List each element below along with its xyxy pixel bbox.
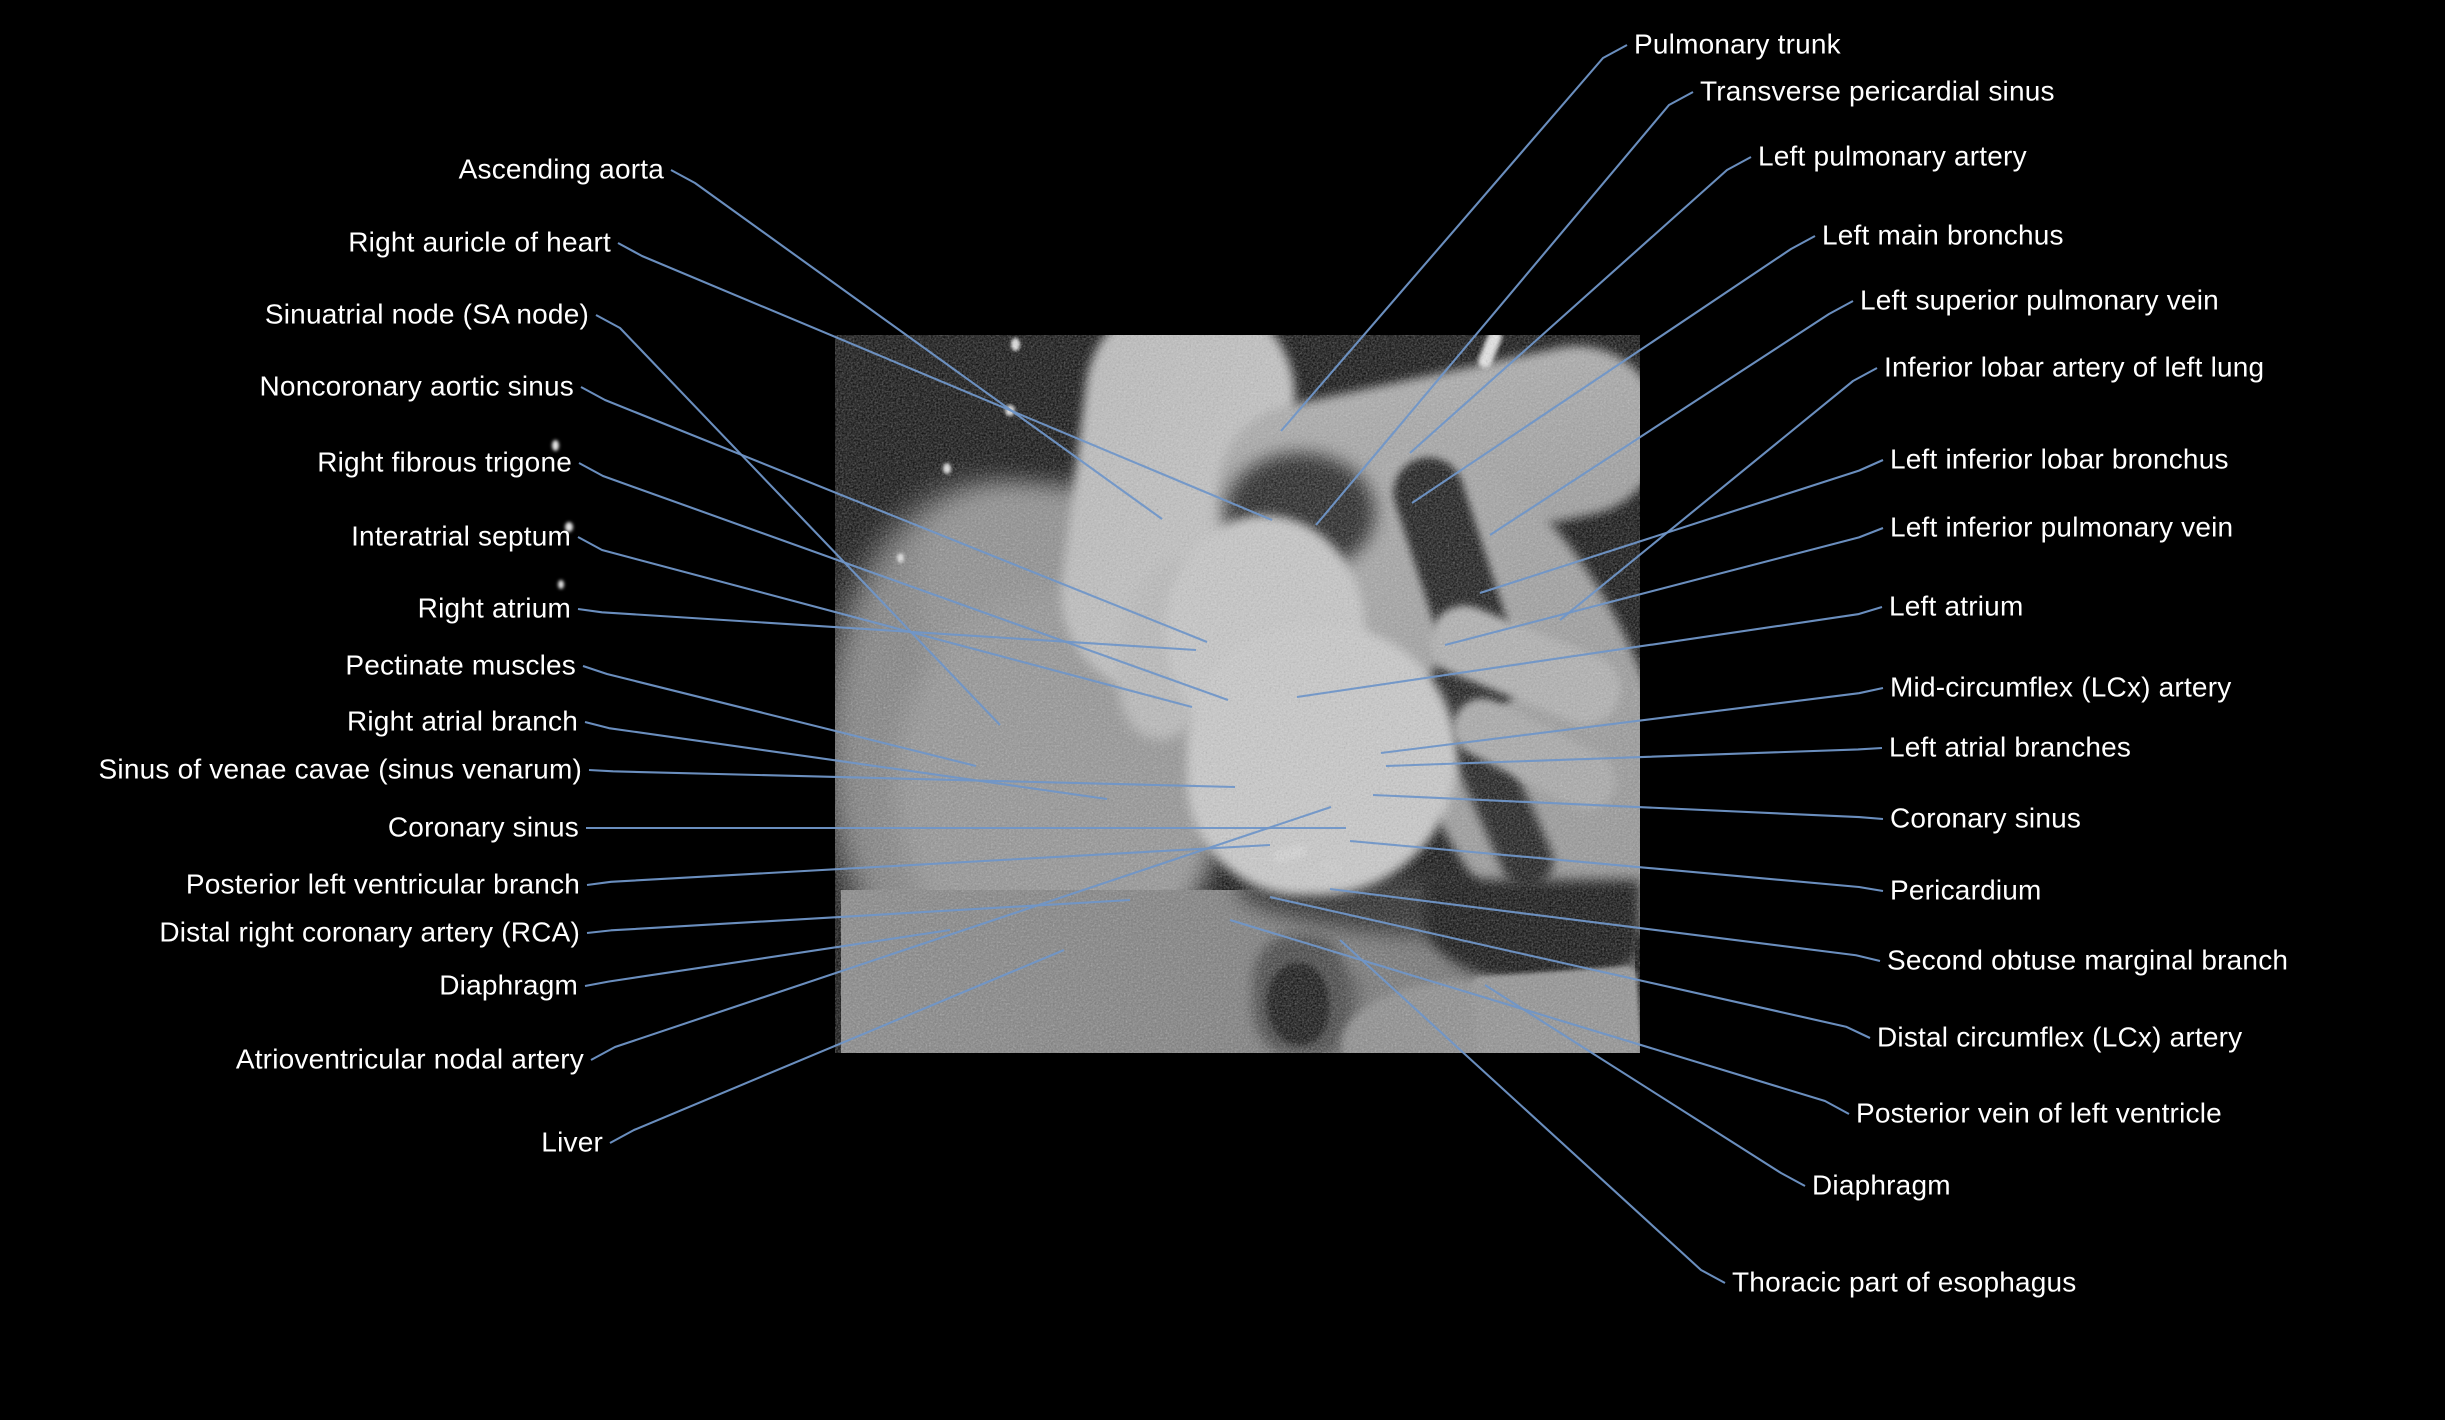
- anatomy-label-right-distal-circumflex-lcx-artery: Distal circumflex (LCx) artery: [1877, 1021, 2243, 1053]
- leader-line-right-left-atrial-branches: [1385, 746, 1883, 768]
- leader-line-left-noncoronary-aortic-sinus: [580, 386, 1208, 643]
- anatomy-label-right-inferior-lobar-artery-of-left-lung: Inferior lobar artery of left lung: [1884, 351, 2265, 383]
- leader-line-left-distal-right-coronary-artery-rca: [586, 898, 1131, 935]
- leader-line-right-left-pulmonary-artery: [1409, 156, 1752, 454]
- anatomy-label-left-posterior-left-ventricular-branch: Posterior left ventricular branch: [185, 868, 580, 900]
- anatomy-label-left-distal-right-coronary-artery-rca: Distal right coronary artery (RCA): [159, 916, 580, 948]
- stray-speck: [558, 580, 564, 589]
- anatomy-label-left-sinuatrial-node-sa-node: Sinuatrial node (SA node): [264, 298, 589, 330]
- leader-line-left-ascending-aorta: [670, 169, 1163, 520]
- leader-line-right-inferior-lobar-artery-of-left-lung: [1559, 367, 1878, 621]
- leader-line-left-sinus-of-venae-cavae-sinus-venarum: [588, 768, 1236, 789]
- anatomy-label-left-atrioventricular-nodal-artery: Atrioventricular nodal artery: [235, 1043, 584, 1075]
- anatomy-label-left-sinus-of-venae-cavae-sinus-venarum: Sinus of venae cavae (sinus venarum): [98, 753, 582, 785]
- leader-line-right-left-superior-pulmonary-vein: [1489, 300, 1854, 536]
- anatomy-label-left-liver: Liver: [541, 1126, 603, 1158]
- anatomy-label-left-right-auricle-of-heart: Right auricle of heart: [348, 226, 611, 258]
- leader-line-left-liver: [609, 949, 1065, 1144]
- anatomy-label-right-pericardium: Pericardium: [1890, 874, 2042, 906]
- anatomy-label-right-thoracic-part-of-esophagus: Thoracic part of esophagus: [1732, 1266, 2077, 1298]
- leader-line-right-pericardium: [1349, 839, 1884, 893]
- anatomy-label-right-second-obtuse-marginal-branch: Second obtuse marginal branch: [1887, 944, 2289, 976]
- leader-line-right-left-inferior-lobar-bronchus: [1479, 459, 1884, 594]
- anatomy-label-right-left-inferior-pulmonary-vein: Left inferior pulmonary vein: [1890, 511, 2234, 543]
- leader-line-right-left-inferior-pulmonary-vein: [1444, 527, 1884, 647]
- anatomy-label-left-right-atrial-branch: Right atrial branch: [346, 705, 578, 737]
- leader-line-right-posterior-vein-of-left-ventricle: [1229, 918, 1850, 1115]
- leader-line-left-right-auricle-of-heart: [617, 242, 1273, 521]
- stray-speck: [565, 522, 573, 532]
- leader-line-right-distal-circumflex-lcx-artery: [1269, 895, 1871, 1039]
- anatomy-label-right-mid-circumflex-lcx-artery: Mid-circumflex (LCx) artery: [1890, 671, 2232, 703]
- anatomy-label-left-noncoronary-aortic-sinus: Noncoronary aortic sinus: [259, 370, 574, 402]
- anatomy-label-left-ascending-aorta: Ascending aorta: [458, 153, 664, 185]
- leader-line-left-sinuatrial-node-sa-node: [595, 314, 1001, 726]
- leader-line-right-left-main-bronchus: [1411, 235, 1816, 504]
- anatomy-label-right-left-atrium: Left atrium: [1889, 590, 2024, 622]
- anatomy-label-right-posterior-vein-of-left-ventricle: Posterior vein of left ventricle: [1856, 1097, 2222, 1129]
- anatomy-label-left-coronary-sinus: Coronary sinus: [387, 811, 579, 843]
- anatomy-label-right-coronary-sinus: Coronary sinus: [1890, 802, 2082, 834]
- leader-line-left-atrioventricular-nodal-artery: [590, 806, 1332, 1061]
- leader-line-right-second-obtuse-marginal-branch: [1329, 887, 1881, 963]
- anatomy-label-right-transverse-pericardial-sinus: Transverse pericardial sinus: [1700, 75, 2055, 107]
- leader-line-left-pectinate-muscles: [582, 665, 977, 768]
- anatomy-label-right-pulmonary-trunk: Pulmonary trunk: [1634, 28, 1841, 60]
- leader-line-left-interatrial-septum: [577, 536, 1193, 709]
- leader-line-right-pulmonary-trunk: [1280, 44, 1628, 432]
- stray-speck: [552, 440, 559, 451]
- anatomy-label-left-right-atrium: Right atrium: [417, 592, 571, 624]
- anatomy-label-right-left-superior-pulmonary-vein: Left superior pulmonary vein: [1860, 284, 2219, 316]
- leader-line-right-mid-circumflex-lcx-artery: [1380, 686, 1884, 755]
- anatomy-label-right-diaphragm: Diaphragm: [1812, 1169, 1951, 1201]
- anatomy-label-left-pectinate-muscles: Pectinate muscles: [345, 649, 576, 681]
- leader-line-left-diaphragm: [584, 928, 951, 988]
- leader-line-right-thoracic-part-of-esophagus: [1339, 939, 1726, 1284]
- leader-line-left-posterior-left-ventricular-branch: [586, 843, 1271, 887]
- leader-line-right-coronary-sinus: [1372, 793, 1884, 821]
- anatomy-label-right-left-atrial-branches: Left atrial branches: [1889, 731, 2132, 763]
- leader-line-left-right-fibrous-trigone: [578, 462, 1229, 701]
- leader-line-left-right-atrium: [577, 607, 1197, 652]
- anatomy-label-right-left-main-bronchus: Left main bronchus: [1822, 219, 2064, 251]
- anatomy-label-right-left-pulmonary-artery: Left pulmonary artery: [1758, 140, 2027, 172]
- anatomy-label-left-diaphragm: Diaphragm: [439, 969, 578, 1001]
- anatomy-label-left-right-fibrous-trigone: Right fibrous trigone: [317, 446, 572, 478]
- anatomy-label-right-left-inferior-lobar-bronchus: Left inferior lobar bronchus: [1890, 443, 2229, 475]
- leader-line-right-left-atrium: [1296, 605, 1883, 699]
- leader-line-right-transverse-pericardial-sinus: [1315, 91, 1694, 526]
- anatomy-label-left-interatrial-septum: Interatrial septum: [351, 520, 571, 552]
- leader-line-right-diaphragm: [1484, 984, 1806, 1187]
